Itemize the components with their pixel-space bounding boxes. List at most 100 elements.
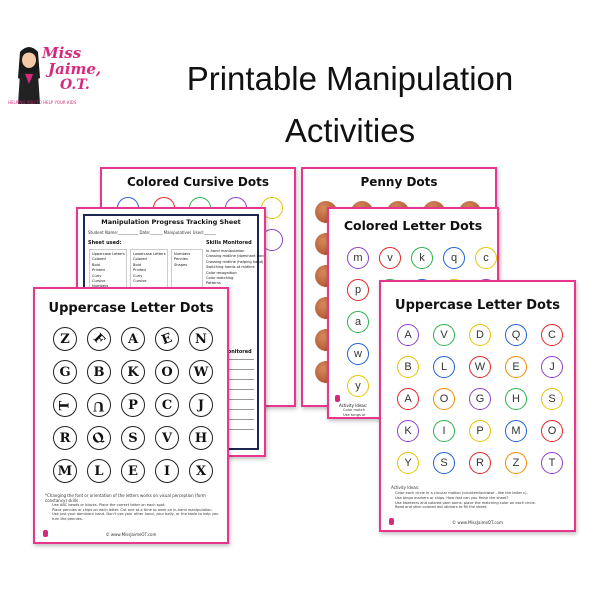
letter-dot: C [155, 393, 179, 417]
activity-ideas-label: Activity Ideas: [391, 485, 420, 490]
letter-dot: K [121, 360, 145, 384]
tracking-option: Lowercase Letters [133, 252, 166, 256]
uppercase-left-bullets: Use ABC beads or blocks. Place the corre… [49, 503, 221, 521]
letter-dot-label: O [161, 364, 173, 380]
letter-dot: C [541, 324, 563, 346]
tracking-option: Uppercase Letters [92, 252, 125, 256]
letter-dot-label: S [128, 430, 138, 446]
letter-dot: I [155, 459, 179, 483]
letter-dot: S [433, 452, 455, 474]
tracking-line [206, 419, 254, 420]
letter-dot-label: N [195, 331, 207, 347]
letter-dot: W [189, 360, 213, 384]
mini-logo-icon [43, 530, 48, 537]
sheet-used-label: Sheet used: [88, 240, 122, 246]
footer-url: © www.MissJaimeOT.com [452, 520, 503, 525]
tracking-option: Numbers [92, 284, 108, 288]
activity-idea: Use tongs or [343, 412, 366, 417]
letter-dot: Q [505, 324, 527, 346]
logo-name-line1: Miss [42, 44, 82, 62]
letter-dot: B [87, 360, 111, 384]
letter-dot: R [469, 452, 491, 474]
tracking-skill: Switching hands at midline [206, 265, 255, 270]
tracking-option: Colored [133, 257, 147, 262]
letter-dot: D [469, 324, 491, 346]
tracking-line [206, 389, 254, 390]
letter-dot-label: W [193, 364, 209, 380]
tracking-option: Shapes [174, 262, 188, 267]
letter-dot: T [541, 452, 563, 474]
uppercase-right-bullets: Color each circle in a circular motion (… [395, 491, 571, 510]
letter-dot: H [505, 388, 527, 410]
sheet-title: Manipulation Progress Tracking Sheet [101, 218, 241, 226]
tracking-line [206, 379, 254, 380]
letter-dot-label: A [127, 331, 139, 347]
letter-dot: Z [505, 452, 527, 474]
mini-logo-icon [389, 518, 394, 525]
letter-dot: v [379, 247, 401, 269]
logo: Miss Jaime, O.T. HELPING YOU TO HELP YOU… [8, 40, 104, 112]
letter-dot: Z [53, 327, 77, 351]
letter-dot-label: L [94, 463, 104, 479]
letter-dot: J [541, 356, 563, 378]
tracking-option: Numbers [174, 252, 191, 256]
letter-dot-label: E [159, 330, 175, 348]
letter-dot: N [189, 327, 213, 351]
sheet-title: Penny Dots [360, 175, 438, 189]
letter-dot: Q [87, 426, 111, 450]
letter-dot: P [469, 420, 491, 442]
letter-dot-label: E [128, 463, 138, 479]
tracking-line [206, 429, 254, 430]
letter-dot: X [189, 459, 213, 483]
letter-dot: K [397, 420, 419, 442]
letter-dot-label: R [59, 430, 71, 446]
letter-dot: I [433, 420, 455, 442]
sheet-title: Colored Letter Dots [343, 218, 483, 233]
page-title-line1: Printable Manipulation [186, 60, 514, 97]
tracking-skill: Patterns [206, 281, 221, 286]
letter-dot-label: M [57, 463, 73, 479]
letter-dot-label: V [161, 430, 173, 446]
activity-bullet: Use bingo markers or chips. How fast can… [395, 495, 509, 500]
letter-dot: H [189, 426, 213, 450]
letter-dot: M [505, 420, 527, 442]
letter-dot: T [53, 393, 77, 417]
letter-dot: w [347, 343, 369, 365]
letter-dot: E [155, 327, 179, 351]
letter-dot-label: J [197, 397, 205, 413]
letter-dot: G [53, 360, 77, 384]
letter-dot: E [121, 459, 145, 483]
letter-dot: c [475, 247, 497, 269]
tracking-skill: Crossing midline (helping hand) [206, 259, 264, 264]
letter-dot: m [347, 247, 369, 269]
tracking-option: Printed [133, 268, 146, 273]
sheet-title: Uppercase Letter Dots [395, 298, 560, 313]
letter-dot: A [397, 388, 419, 410]
logo-character-icon [18, 47, 40, 104]
logo-name-line3: O.T. [60, 77, 90, 93]
form-constancy-note: *Changing the font or orientation of the… [45, 493, 206, 503]
tracking-option: Pennies [174, 257, 188, 262]
letter-dot-label: H [194, 430, 208, 446]
letter-dot: q [443, 247, 465, 269]
tracking-option: Curly [92, 273, 102, 278]
activity-bullet: Color each circle in a circular motion (… [395, 491, 528, 495]
activity-bullet: Use tweezers and colored pom poms: place… [395, 500, 536, 505]
footer-url: © www.MissJaimeOT.com [105, 532, 157, 537]
skills-monitored-label: Skills Monitored [206, 240, 252, 246]
activity-bullet: Place pennies or chips on each letter. C… [52, 507, 213, 512]
activity-bullet: Read and stick colored dot stickers to f… [395, 505, 488, 510]
tracking-option: Colored [92, 257, 106, 262]
letter-dot-label: Z [60, 331, 70, 347]
letter-dot: S [541, 388, 563, 410]
letter-dot: V [155, 426, 179, 450]
letter-dot-label: K [127, 364, 139, 380]
activity-idea: Use tweeze [343, 417, 364, 419]
tracking-line [206, 369, 254, 370]
letter-dot: S [121, 426, 145, 450]
tracking-option: Cursive [133, 279, 147, 283]
letter-dot: Y [397, 452, 419, 474]
